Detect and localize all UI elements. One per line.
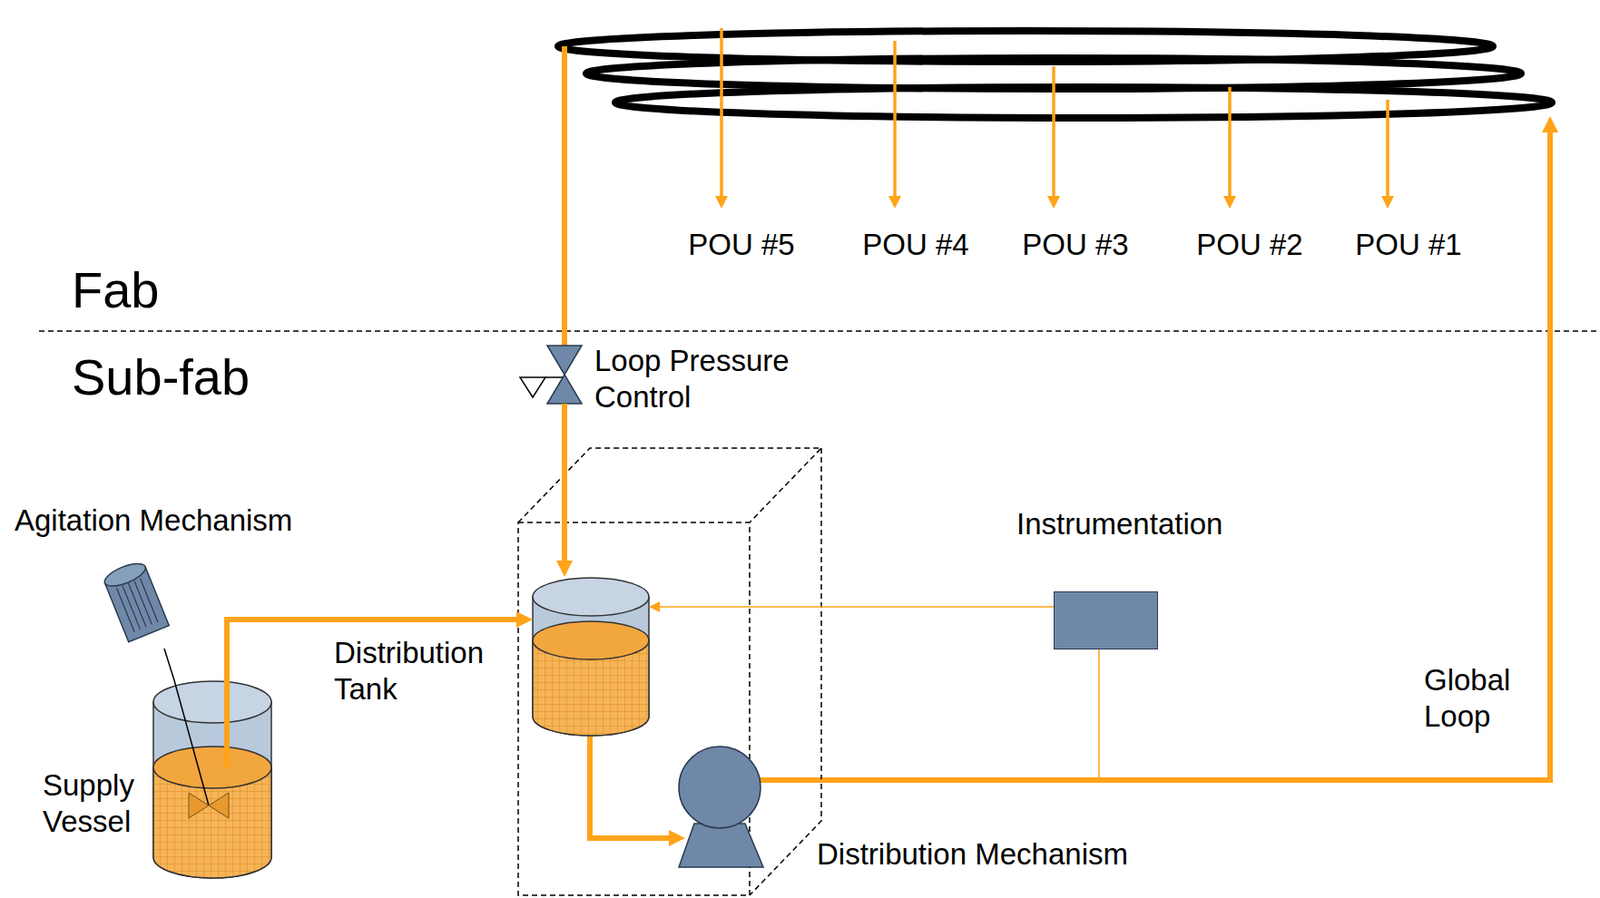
valve-symbol [520,345,582,404]
distribution-tank [532,578,649,737]
signal-line [764,649,1100,781]
pou-label: POU #5 [687,226,795,264]
flow-pipe [589,736,669,839]
instrumentation-box: Instrumentation [1053,591,1159,650]
pump [678,746,764,868]
pump-base [678,824,764,868]
pou-drop [1051,66,1056,197]
valve-actuator [520,377,546,398]
liquid-surface [153,746,272,789]
return-pipe [561,46,568,346]
fab-divider [39,330,1600,332]
impeller [208,793,229,819]
valve-stem [545,376,565,379]
flow-pipe [561,403,568,561]
signal-line [659,606,1054,609]
dip-tube [224,680,230,768]
node-label: Distribution Tank [333,635,507,707]
agitation-mechanism: Agitation Mechanism [95,558,182,649]
pou-label: POU #1 [1354,226,1462,264]
loop-ring [615,87,1552,118]
pou-label: POU #2 [1196,226,1303,264]
node-label: Distribution Mechanism [816,836,1129,874]
vessel-top [153,681,272,724]
node-label: Instrumentation [1016,506,1223,543]
distribution-tank: Distribution Tank [532,577,649,737]
supply-vessel [153,680,272,879]
motor-cap [101,559,148,591]
pou-drop [719,28,724,197]
pou-drop [1227,87,1232,197]
agitator-shaft [164,648,175,681]
valve-body [547,345,582,375]
global-loop-pipe [757,132,1551,781]
pou-drop [893,40,897,197]
supply-vessel: Supply Vessel [153,680,273,881]
tank-top [532,578,649,617]
node-label: Supply Vessel [42,767,148,840]
impeller [188,793,209,819]
vessel-body [153,702,272,879]
region-label: Sub-fab [71,346,250,408]
pou-label: POU #3 [1021,226,1129,264]
valve-body [547,374,582,404]
node-label: Agitation Mechanism [14,502,293,540]
liquid-surface [532,621,649,660]
loop-label: Global Loop [1423,662,1542,735]
loop-pressure-valve: Loop Pressure Control [547,345,582,404]
distribution-mechanism: Distribution Mechanism [685,753,765,870]
tank-body [532,597,649,737]
motor-fins [117,579,158,633]
pou-drop [1385,99,1390,197]
pump-casing [678,746,761,829]
node-label: Loop Pressure Control [594,343,831,415]
agitation-motor [101,559,169,642]
pou-label: POU #4 [862,226,969,264]
region-label: Fab [71,259,160,321]
agitator-shaft [174,680,209,806]
